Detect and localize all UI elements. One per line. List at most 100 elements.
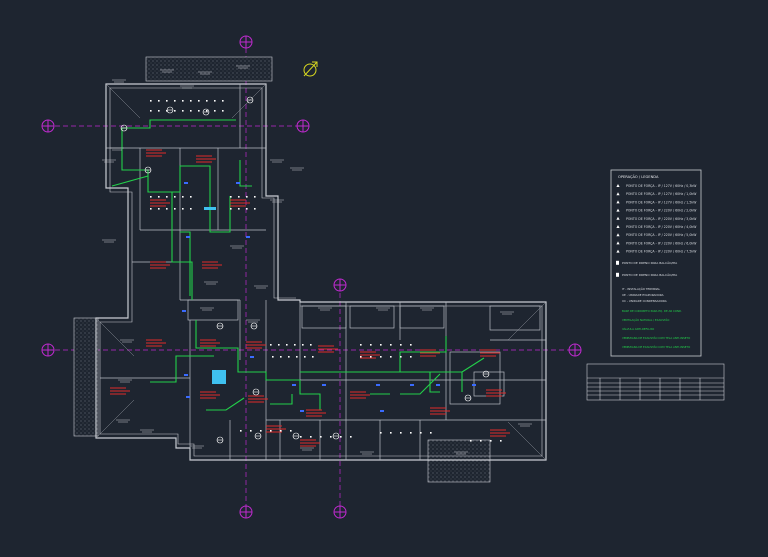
light-fixture-icon xyxy=(410,344,412,346)
light-fixture-icon xyxy=(400,344,402,346)
legend-item-label: PONTO DE FORÇA - IP / 220V / 60Hz / 2,0k… xyxy=(626,209,697,213)
legend-item-label: PONTO DE FORÇA - IP / 220V / 60Hz / 6,0k… xyxy=(626,241,697,245)
legend-item-label: PONTO DE FORÇA - IP / 220V / 60Hz / 3,0k… xyxy=(626,217,697,221)
light-fixture-icon xyxy=(182,100,184,102)
outlet-symbol-icon xyxy=(250,322,258,330)
light-fixture-icon xyxy=(340,436,342,438)
light-fixture-icon xyxy=(158,208,160,210)
legend-extra: VENEZIANA DE EXAUSTÃO COM TELA ANTI-INSE… xyxy=(622,344,690,349)
legend-item: PONTO DE FORÇA - IP / 220V / 60Hz / 3,0k… xyxy=(616,216,697,221)
light-fixture-icon xyxy=(270,430,272,432)
light-fixture-icon xyxy=(190,110,192,112)
legend-item: PONTO DE FORÇA - IP / 220V / 60Hz / 7,5k… xyxy=(616,249,697,254)
light-fixture-icon xyxy=(246,196,248,198)
light-fixture-icon xyxy=(320,436,322,438)
outlet-marker xyxy=(184,182,188,184)
grid-axis-bubble-icon xyxy=(41,343,55,357)
light-fixture-icon xyxy=(158,196,160,198)
legend-extra: VENTILAÇÃO NATURAL / EXAUSTÃO xyxy=(622,317,669,322)
svg-text:PONTO DE DRENO PARA BALCÃO/PIA: PONTO DE DRENO PARA BALCÃO/PIA xyxy=(622,260,678,265)
equipment-highlight xyxy=(204,207,216,210)
light-fixture-icon xyxy=(190,208,192,210)
outlet-symbol-icon xyxy=(254,432,262,440)
outlet-marker xyxy=(182,310,186,312)
roof-slope-lines xyxy=(95,83,547,461)
light-fixture-icon xyxy=(230,208,232,210)
grid-axis-bubble-icon xyxy=(568,343,582,357)
outlet-symbol-icon xyxy=(292,432,300,440)
outlet-marker xyxy=(410,384,414,386)
interior-partitions xyxy=(100,84,546,460)
light-fixture-icon xyxy=(470,440,472,442)
legend-note: PONTO DE DRENO PARA BALCÃO/PIA xyxy=(616,272,678,277)
light-fixture-icon xyxy=(238,196,240,198)
light-fixture-icon xyxy=(330,436,332,438)
legend-item-label: PONTO DE FORÇA - IP / 220V / 60Hz / 7,5k… xyxy=(626,250,697,254)
outlet-markers xyxy=(182,182,476,412)
legend-item-label: PONTO DE FORÇA - IP / 127V / 60Hz / 0,3k… xyxy=(626,184,697,188)
outlet-marker xyxy=(376,384,380,386)
outlet-marker xyxy=(472,384,476,386)
outlet-marker xyxy=(186,236,190,238)
light-fixture-icon xyxy=(166,100,168,102)
outlet-symbol-icon xyxy=(332,432,340,440)
legend-extra: VENEZIANA DE EXAUSTÃO COM TELA ANTI-INSE… xyxy=(622,335,690,340)
legend-item-label: PONTO DE FORÇA - IP / 220V / 60Hz / 4,0k… xyxy=(626,225,697,229)
legend-extra: BASE DE CONCRETO PARA EQ. DE AR COND. xyxy=(622,309,682,313)
light-fixture-icon xyxy=(166,208,168,210)
light-fixture-icon xyxy=(390,432,392,434)
legend-item: PONTO DE FORÇA - IP / 127V / 60Hz / 1,0k… xyxy=(616,192,697,196)
outlet-symbol-icon xyxy=(202,108,210,116)
legend-item-label: PONTO DE FORÇA - IP / 220V / 60Hz / 5,0k… xyxy=(626,233,697,237)
legend-panel: OPERAÇÃO / LEGENDA PONTO DE FORÇA - IP /… xyxy=(610,169,702,357)
light-fixture-icon xyxy=(222,110,224,112)
light-fixture-icon xyxy=(174,208,176,210)
outlet-marker xyxy=(436,384,440,386)
outlet-symbol-icon xyxy=(252,388,260,396)
light-fixture-icon xyxy=(302,344,304,346)
outlet-symbol-icon xyxy=(120,124,128,132)
light-fixture-icon xyxy=(206,100,208,102)
outlet-marker xyxy=(300,410,304,412)
grid-axis-bubble-icon xyxy=(333,278,347,292)
light-fixture-icon xyxy=(310,436,312,438)
light-fixture-icon xyxy=(500,440,502,442)
light-fixture-icon xyxy=(310,344,312,346)
light-fixture-icon xyxy=(174,110,176,112)
grid-axis-bubble-icon xyxy=(296,119,310,133)
light-fixture-icon xyxy=(278,344,280,346)
light-fixture-icon xyxy=(288,356,290,358)
outlet-symbol-icon xyxy=(482,370,490,378)
light-fixture-icon xyxy=(360,344,362,346)
legend-title: OPERAÇÃO / LEGENDA xyxy=(618,174,659,179)
light-fixture-icon xyxy=(250,430,252,432)
legend-items: PONTO DE FORÇA - IP / 127V / 60Hz / 0,3k… xyxy=(616,184,697,349)
hatched-exterior xyxy=(73,56,491,483)
light-fixtures xyxy=(120,96,502,444)
light-fixture-icon xyxy=(182,208,184,210)
equipment-highlight xyxy=(212,370,226,384)
outlet-symbol-icon xyxy=(216,436,224,444)
outlet-symbol-icon xyxy=(144,166,152,174)
light-fixture-icon xyxy=(370,344,372,346)
light-fixture-icon xyxy=(240,430,242,432)
light-fixture-icon xyxy=(286,344,288,346)
light-fixture-icon xyxy=(270,344,272,346)
legend-abbrev: UE - UNIDADE EVAPORADORA xyxy=(622,293,664,297)
light-fixture-icon xyxy=(400,432,402,434)
light-fixture-icon xyxy=(312,356,314,358)
light-fixture-icon xyxy=(158,100,160,102)
light-fixture-icon xyxy=(380,356,382,358)
light-fixture-icon xyxy=(390,356,392,358)
light-fixture-icon xyxy=(198,100,200,102)
light-fixture-icon xyxy=(174,100,176,102)
svg-text:PONTO DE DRENO PARA BALCÃO/PIA: PONTO DE DRENO PARA BALCÃO/PIA xyxy=(622,272,678,277)
light-fixture-icon xyxy=(430,432,432,434)
light-fixture-icon xyxy=(304,356,306,358)
light-fixture-icon xyxy=(254,196,256,198)
outlet-marker xyxy=(236,182,240,184)
grid-axis-bubble-icon xyxy=(41,119,55,133)
light-fixture-icon xyxy=(380,432,382,434)
outlet-marker xyxy=(292,384,296,386)
